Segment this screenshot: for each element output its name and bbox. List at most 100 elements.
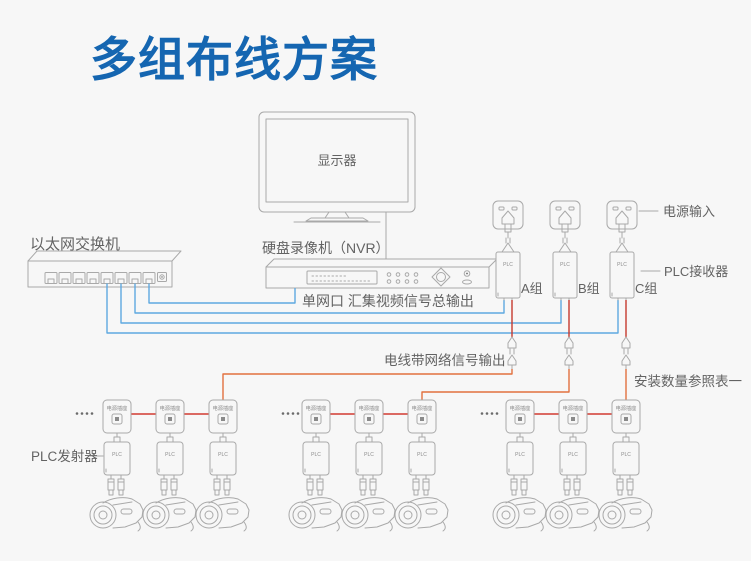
camera-icon (341, 497, 396, 532)
plc-transmitter-icon (209, 432, 237, 496)
power-socket-box-icon (354, 399, 384, 434)
plc-chip-label: PLC (364, 452, 374, 458)
ethernet-switch: 以太网交换机 (27, 235, 182, 288)
wall-socket-icon (606, 200, 638, 233)
nvr-label: 硬盘录像机（NVR） (262, 240, 390, 256)
camera-column: 电源插座 PLC (545, 399, 600, 532)
socket-box-label: 电源插座 (412, 404, 433, 412)
camera-icon (288, 497, 343, 532)
plc-chip-label: PLC (218, 452, 228, 458)
continuation-dots (75, 412, 94, 415)
plc-chip-label: PLC (112, 452, 122, 458)
plc-chip-label: PLC (311, 452, 321, 458)
plug-connector-icon (507, 336, 517, 370)
monitor-screen (265, 118, 409, 203)
receiver-group-a: PLC A组 (492, 200, 543, 301)
camera-column: 电源插座 PLC (288, 399, 343, 532)
camera-column: 电源插座 PLC (195, 399, 250, 532)
plc-chip-label: PLC (503, 262, 513, 268)
plc-chip-label: PLC (568, 452, 578, 458)
socket-box-label: 电源插座 (306, 404, 327, 412)
monitor-stand-neck (324, 211, 350, 219)
plc-transmitter-icon (408, 432, 436, 496)
wire-switch-to-receiver-b (120, 283, 562, 324)
power-socket-box-icon (301, 399, 331, 434)
plc-transmitter-icon (612, 432, 640, 496)
camera-icon (545, 497, 600, 532)
socket-box-label: 电源插座 (616, 404, 637, 412)
wire-group-a-to-sockets (222, 369, 513, 400)
plc-transmitter-icon (559, 432, 587, 496)
plc-transmitter-icon (355, 432, 383, 496)
receiver-group-b: PLC B组 (549, 200, 600, 301)
plc-receiver-label: PLC接收器 (664, 264, 728, 279)
power-input-label: 电源输入 (663, 204, 715, 219)
wire-switch-to-receiver-c (106, 283, 619, 334)
wire-switch-to-nvr (148, 283, 296, 304)
plc-chip-label: PLC (515, 452, 525, 458)
plug-connector-icon (564, 336, 574, 370)
power-socket-box-icon (407, 399, 437, 434)
socket-box-label: 电源插座 (213, 404, 234, 412)
camera-column: 电源插座 PLC (341, 399, 396, 532)
power-socket-box-icon (505, 399, 535, 434)
power-socket-box-icon (558, 399, 588, 434)
plc-transmitter-icon (156, 432, 184, 496)
switch-body (27, 260, 173, 288)
wall-socket-icon (549, 200, 581, 233)
camera-icon (394, 497, 449, 532)
camera-icon (195, 497, 250, 532)
receiver-group-c: PLC C组 (606, 200, 657, 301)
plc-chip-label: PLC (621, 452, 631, 458)
nvr-top (265, 258, 498, 268)
socket-box-label: 电源插座 (160, 404, 181, 412)
camera-icon (492, 497, 547, 532)
switch-label: 以太网交换机 (30, 235, 120, 253)
socket-box-label: 电源插座 (107, 404, 128, 412)
camera-icon (142, 497, 197, 532)
install-note-label: 安装数量参照表一 (634, 373, 742, 389)
monitor: 显示器 (258, 111, 416, 223)
camera-column: 电源插座 PLC (394, 399, 449, 532)
plc-chip-label: PLC (165, 452, 175, 458)
socket-box-label: 电源插座 (563, 404, 584, 412)
switch-top (27, 250, 182, 262)
wall-socket-icon (492, 200, 524, 233)
power-socket-box-icon (102, 399, 132, 434)
power-socket-box-icon (208, 399, 238, 434)
camera-column: 电源插座 PLC (598, 399, 653, 532)
nvr: 硬盘录像机（NVR） (262, 240, 498, 289)
single-port-note: 单网口 汇集视频信号总输出 (302, 293, 474, 309)
camera-column: 电源插座 PLC (89, 399, 144, 532)
camera-column: 电源插座 PLC (142, 399, 197, 532)
nvr-vents (386, 272, 419, 284)
group-b-label: B组 (578, 281, 600, 296)
switch-power-port (157, 272, 167, 282)
plc-chip-label: PLC (560, 262, 570, 268)
powerline-output-label: 电线带网络信号输出 (384, 353, 506, 368)
plc-transmitter-icon (103, 432, 131, 496)
page-title: 多组布线方案 (90, 33, 378, 86)
power-socket-box-icon (611, 399, 641, 434)
camera-column: 电源插座 PLC (492, 399, 547, 532)
socket-box-label: 电源插座 (510, 404, 531, 412)
plc-chip-label: PLC (417, 452, 427, 458)
plug-connector-icon (621, 336, 631, 370)
monitor-stand-base (305, 217, 369, 222)
nvr-display (306, 270, 378, 285)
power-socket-box-icon (155, 399, 185, 434)
group-c-label: C组 (635, 281, 657, 296)
continuation-dots (281, 412, 300, 415)
plc-transmitter-icon (506, 432, 534, 496)
nvr-power-button (462, 270, 472, 285)
wire-group-b-to-sockets (421, 369, 570, 400)
plc-transmitter-icon (302, 432, 330, 496)
group-a-label: A组 (521, 281, 543, 296)
camera-icon (89, 497, 144, 532)
monitor-label: 显示器 (317, 153, 356, 168)
continuation-dots (480, 412, 499, 415)
nvr-nav-pad (431, 267, 451, 287)
plc-chip-label: PLC (617, 262, 627, 268)
plc-transmitter-label: PLC发射器 (31, 449, 98, 464)
